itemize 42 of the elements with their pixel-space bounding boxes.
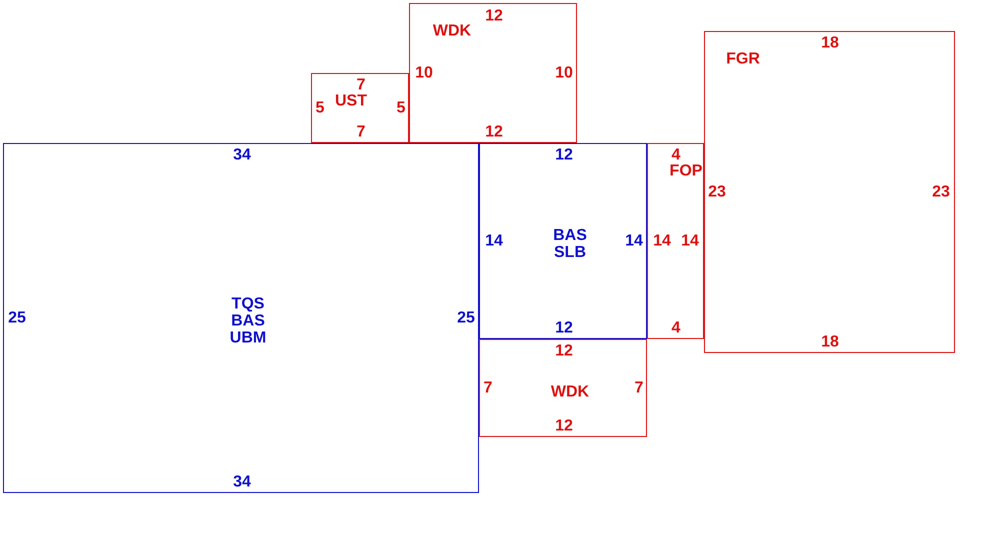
dimension-label: 5 [396, 100, 406, 116]
dimension-label: 23 [932, 184, 950, 200]
room-name: WDK [550, 384, 590, 400]
dimension-label: 7 [484, 380, 492, 396]
dimension-label: 18 [821, 334, 839, 350]
room-name: BAS SLB [553, 227, 587, 261]
dimension-label: 7 [634, 380, 644, 396]
dimension-label: 10 [415, 64, 433, 82]
dimension-label: 12 [555, 418, 573, 434]
room-outline [3, 143, 479, 493]
dimension-label: 14 [681, 232, 699, 250]
room-outline [479, 143, 647, 339]
dimension-label: 14 [653, 232, 671, 250]
room-name: WDK [432, 22, 472, 40]
room-name: FGR [726, 50, 760, 68]
dimension-label: 4 [672, 146, 680, 164]
dimension-label: 7 [356, 76, 366, 94]
dimension-label: 12 [555, 146, 573, 164]
room-outline [479, 339, 647, 437]
dimension-label: 18 [821, 34, 839, 52]
dimension-label: 25 [457, 310, 475, 326]
dimension-label: 34 [233, 146, 251, 164]
dimension-label: 12 [555, 320, 573, 336]
dimension-label: 4 [672, 320, 680, 336]
dimension-label: 34 [233, 474, 251, 490]
dimension-label: 14 [625, 232, 643, 250]
dimension-label: 25 [8, 310, 26, 326]
room-outline [647, 143, 704, 339]
dimension-label: 23 [708, 184, 726, 200]
dimension-label: 14 [485, 232, 503, 250]
dimension-label: 12 [485, 124, 503, 140]
dimension-label: 12 [485, 8, 503, 24]
room-name: TQS BAS UBM [230, 296, 266, 346]
dimension-label: 12 [555, 342, 573, 360]
dimension-label: 5 [316, 100, 324, 116]
dimension-label: 7 [356, 124, 366, 140]
room-outline [409, 3, 577, 143]
room-outline [704, 31, 955, 353]
dimension-label: 10 [555, 64, 573, 82]
room-name: UST [335, 92, 367, 110]
room-name: FOP [670, 162, 702, 180]
room-outline [311, 73, 409, 143]
